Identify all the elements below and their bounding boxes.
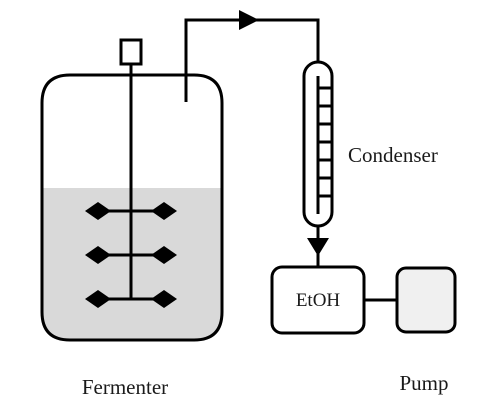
fermenter-vessel [40, 73, 224, 342]
impeller-middle [85, 246, 177, 264]
fermenter-label: Fermenter [82, 375, 168, 399]
condenser [302, 60, 334, 228]
pump-box [395, 266, 457, 334]
ethanol-label: EtOH [296, 290, 341, 311]
condensate-flow-arrow [307, 238, 329, 256]
agitator-motor [119, 38, 143, 66]
vapor-pipe [184, 18, 320, 102]
impeller-top [85, 202, 177, 220]
vapor-flow-arrow [239, 10, 259, 30]
fermenter [40, 38, 224, 342]
pump-label: Pump [399, 371, 448, 395]
condenser-label: Condenser [348, 143, 438, 167]
condenser-coils [318, 86, 332, 198]
impeller-bottom [85, 290, 177, 308]
